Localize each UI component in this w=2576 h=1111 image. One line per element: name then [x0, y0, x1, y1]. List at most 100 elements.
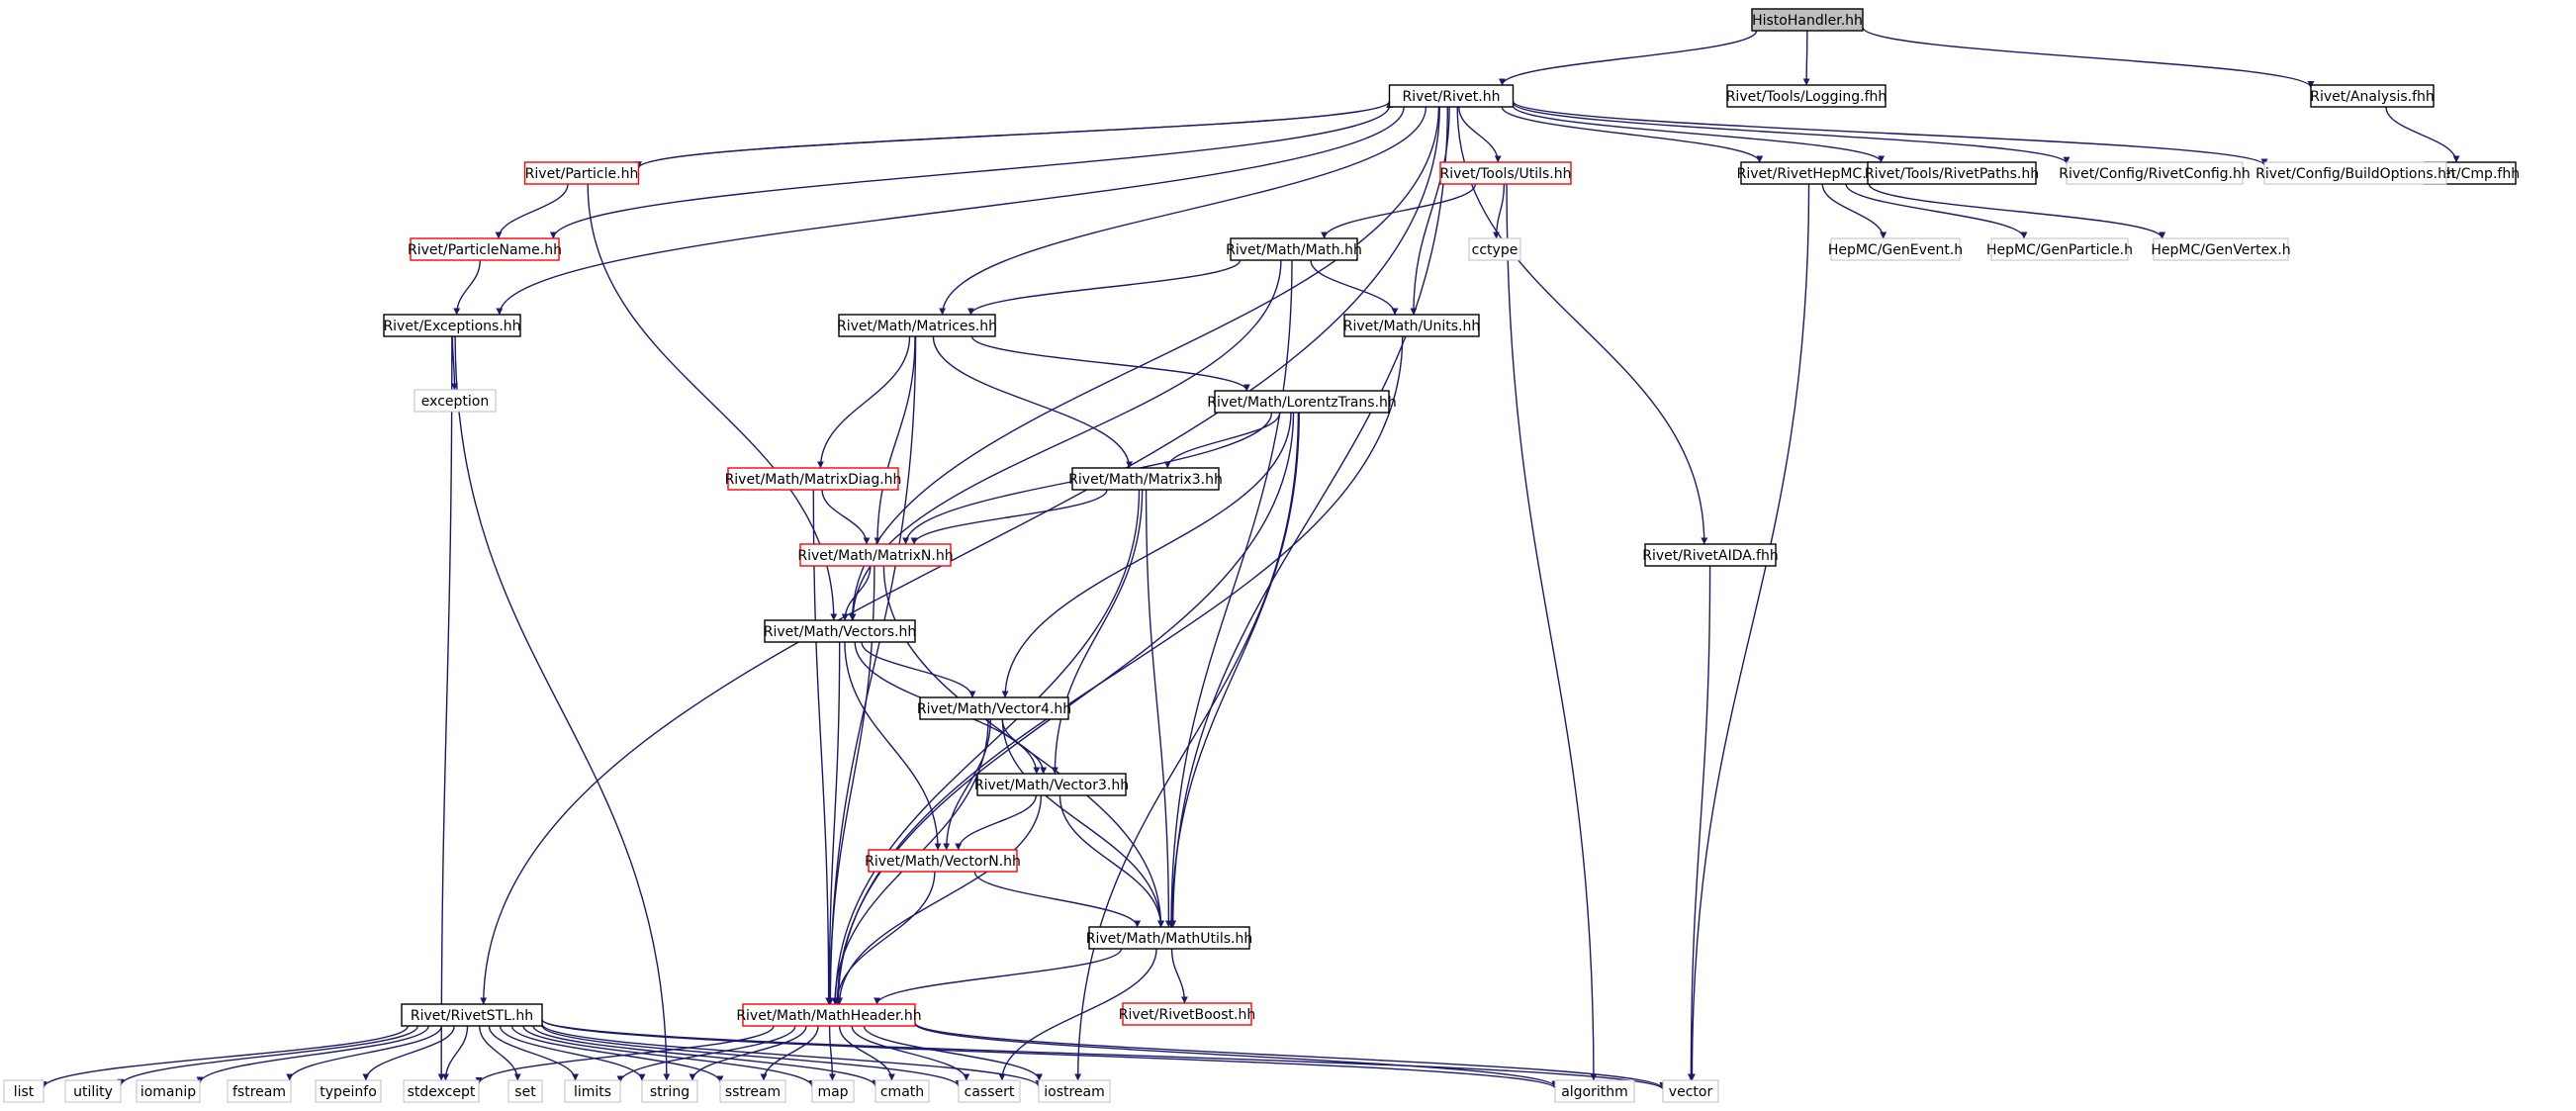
node-box-particle: [523, 161, 640, 185]
node-box-mathheader: [742, 1003, 916, 1027]
node-box-exception: [414, 389, 497, 413]
edge-mathheader-to-string: [689, 1025, 807, 1081]
node-box-fstream: [227, 1079, 292, 1103]
node-matrixn[interactable]: Rivet/Math/MatrixN.hh: [797, 543, 954, 567]
edge-vectorn-to-mathutils: [973, 871, 1142, 928]
node-box-rivetboost: [1122, 1002, 1252, 1026]
node-vector3[interactable]: Rivet/Math/Vector3.hh: [974, 773, 1129, 796]
node-label-analysisf: Rivet/Analysis.fhh: [2310, 89, 2435, 105]
node-label-cctype: cctype: [1472, 242, 1518, 258]
node-box-sstream: [719, 1079, 786, 1103]
node-particle[interactable]: Rivet/Particle.hh: [523, 161, 640, 185]
edge-matrixdiag-to-mathheader: [812, 489, 833, 1005]
edge-rivetstl-to-iomanip: [196, 1025, 429, 1084]
node-matrixdiag[interactable]: Rivet/Math/MatrixDiag.hh: [725, 467, 902, 491]
node-label-stdexcept: stdexcept: [408, 1084, 476, 1100]
node-rivetstl[interactable]: Rivet/RivetSTL.hh: [401, 1003, 543, 1027]
node-label-vectors: Rivet/Math/Vectors.hh: [764, 624, 917, 640]
node-box-set: [507, 1079, 543, 1103]
node-vectorn[interactable]: Rivet/Math/VectorN.hh: [865, 849, 1021, 873]
node-label-algorithm: algorithm: [1561, 1084, 1628, 1100]
node-toolsutils[interactable]: Rivet/Tools/Utils.hh: [1439, 161, 1572, 185]
node-label-rivetaida: Rivet/RivetAIDA.fhh: [1642, 548, 1778, 564]
node-mathmath[interactable]: Rivet/Math/Math.hh: [1226, 237, 1362, 261]
node-matrix3[interactable]: Rivet/Math/Matrix3.hh: [1068, 467, 1223, 491]
edge-root-to-logging: [1802, 30, 1810, 86]
edge-rivethepmc-to-vector: [1688, 183, 1810, 1081]
edge-matrices-to-matrix3: [932, 335, 1134, 469]
edge-matrix3-to-mathutils: [1145, 489, 1172, 928]
node-label-fstream: fstream: [232, 1084, 286, 1100]
node-fstream: fstream: [227, 1079, 292, 1103]
node-label-buildoptions: Rivet/Config/BuildOptions.hh: [2255, 166, 2455, 182]
node-rivethepmc[interactable]: Rivet/RivetHepMC.hh: [1737, 161, 1885, 185]
node-box-iostream: [1038, 1079, 1111, 1103]
node-box-map: [811, 1079, 855, 1103]
node-exceptions[interactable]: Rivet/Exceptions.hh: [383, 314, 521, 337]
node-rivetpaths[interactable]: Rivet/Tools/RivetPaths.hh: [1865, 161, 2039, 185]
node-mathheader[interactable]: Rivet/Math/MathHeader.hh: [736, 1003, 922, 1027]
edge-mathutils-to-rivetboost: [1170, 948, 1188, 1004]
edge-rivetstl-to-algorithm: [541, 1019, 1559, 1089]
node-rivetaida[interactable]: Rivet/RivetAIDA.fhh: [1642, 543, 1779, 567]
node-label-iomanip: iomanip: [140, 1084, 196, 1100]
node-label-rivetconfig: Rivet/Config/RivetConfig.hh: [2059, 166, 2250, 182]
node-label-rivet: Rivet/Rivet.hh: [1403, 89, 1501, 105]
node-rivetboost[interactable]: Rivet/RivetBoost.hh: [1119, 1002, 1255, 1026]
node-box-typeinfo: [315, 1079, 382, 1103]
node-label-vectorn: Rivet/Math/VectorN.hh: [865, 854, 1021, 870]
edge-matrices-to-mathheader: [826, 335, 917, 1005]
node-label-exception: exception: [421, 394, 489, 410]
node-stdexcept: stdexcept: [403, 1079, 480, 1103]
node-box-rivetstl: [401, 1003, 543, 1027]
edge-vector4-to-mathutils: [1001, 718, 1165, 928]
node-box-string: [641, 1079, 698, 1103]
node-label-genevent: HepMC/GenEvent.h: [1828, 242, 1963, 258]
edge-rivet-to-rivetconfig: [1512, 102, 2070, 164]
node-label-particle: Rivet/Particle.hh: [525, 166, 639, 182]
edge-mathmath-to-matrices: [967, 259, 1242, 316]
node-mathutils[interactable]: Rivet/Math/MathUtils.hh: [1086, 926, 1253, 950]
node-label-rivethepmc: Rivet/RivetHepMC.hh: [1737, 166, 1885, 182]
node-analysisf[interactable]: Rivet/Analysis.fhh: [2310, 84, 2435, 108]
edge-mathheader-to-limits: [616, 1025, 796, 1083]
node-logging[interactable]: Rivet/Tools/Logging.fhh: [1726, 84, 1887, 108]
node-vectors[interactable]: Rivet/Math/Vectors.hh: [764, 619, 917, 643]
node-box-particlename: [410, 237, 560, 261]
node-particlename[interactable]: Rivet/ParticleName.hh: [408, 237, 562, 261]
edge-vectorn-to-mathheader: [833, 871, 936, 1005]
node-label-genvertex: HepMC/GenVertex.h: [2151, 242, 2290, 258]
edge-vector3-to-mathutils: [1058, 794, 1165, 928]
node-cmath: cmath: [874, 1079, 930, 1103]
node-box-rivetpaths: [1867, 161, 2037, 185]
edge-mathmath-to-mathutils: [1167, 259, 1293, 928]
edge-mathutils-to-mathheader: [874, 948, 1123, 1005]
node-cctype: cctype: [1468, 237, 1521, 261]
node-label-exceptions: Rivet/Exceptions.hh: [383, 319, 520, 334]
node-label-rivetboost: Rivet/RivetBoost.hh: [1119, 1007, 1255, 1023]
node-box-vector4: [919, 696, 1069, 720]
node-label-toolsutils: Rivet/Tools/Utils.hh: [1440, 166, 1572, 182]
edge-vectors-to-mathheader: [825, 641, 841, 1005]
node-root[interactable]: HistoHandler.hh: [1751, 8, 1864, 32]
node-box-vector: [1662, 1079, 1719, 1103]
node-label-mathmath: Rivet/Math/Math.hh: [1226, 242, 1362, 258]
node-label-map: map: [817, 1084, 848, 1100]
edge-mathmath-to-units: [1310, 259, 1399, 316]
node-genparticle: HepMC/GenParticle.h: [1986, 237, 2133, 261]
node-box-exceptions: [383, 314, 521, 337]
edge-mathheader-to-sstream: [760, 1025, 819, 1081]
node-matrices[interactable]: Rivet/Math/Matrices.hh: [837, 314, 997, 337]
edge-rivet-to-toolsutils: [1458, 106, 1502, 163]
edge-lorentz-to-iostream: [1074, 412, 1300, 1081]
node-units[interactable]: Rivet/Math/Units.hh: [1343, 314, 1480, 337]
node-vector4[interactable]: Rivet/Math/Vector4.hh: [917, 696, 1071, 720]
node-box-algorithm: [1554, 1079, 1635, 1103]
node-label-matrixdiag: Rivet/Math/MatrixDiag.hh: [725, 472, 902, 488]
node-genevent: HepMC/GenEvent.h: [1828, 237, 1963, 261]
edge-mathheader-to-stdexcept: [475, 1025, 775, 1084]
node-lorentz[interactable]: Rivet/Math/LorentzTrans.hh: [1207, 390, 1397, 414]
node-rivet[interactable]: Rivet/Rivet.hh: [1388, 84, 1515, 108]
edge-rivetstl-to-cassert: [541, 1025, 963, 1087]
